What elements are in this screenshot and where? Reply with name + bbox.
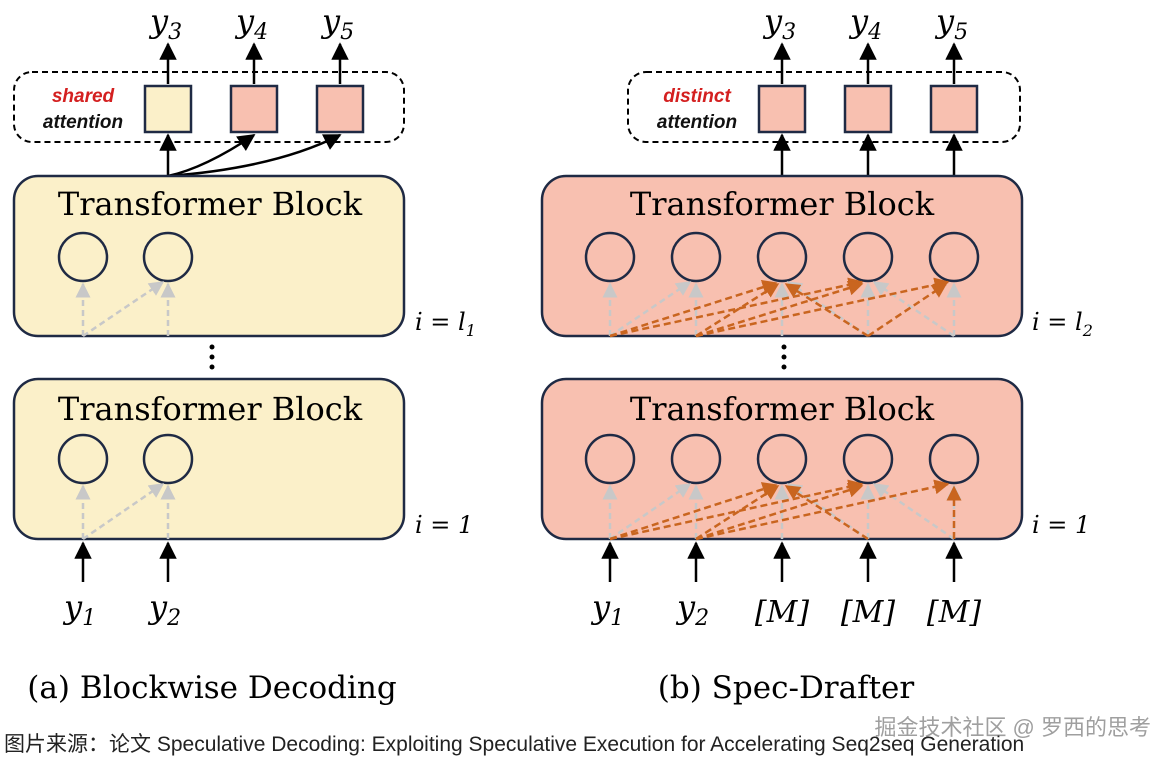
output-label-y3: y3 (148, 2, 182, 45)
attention-head (929, 84, 979, 134)
layer-index-label: i = l1 (415, 308, 476, 340)
transformer-block-bottom (12, 377, 406, 541)
hidden-state (842, 231, 894, 283)
transformer-block-top (12, 174, 406, 338)
output-label-y5: y5 (320, 2, 354, 45)
spec-attention-link (784, 282, 869, 338)
panel-a: y3 y4 y5 shared attention Transformer Bl… (12, 2, 476, 706)
input-label-y2: y2 (147, 588, 181, 631)
attention-head (143, 84, 193, 134)
self-attention-link (82, 280, 165, 338)
hidden-state (756, 433, 808, 485)
ellipsis-dot (781, 344, 787, 350)
self-attention-link (872, 280, 955, 338)
layer-index-label: i = l2 (1032, 308, 1093, 340)
output-label-y4: y4 (234, 2, 268, 45)
output-label-y5: y5 (934, 2, 968, 45)
transformer-block-title: Transformer Block (58, 185, 363, 223)
panel-b: y3 y4 y5 distinct attention Transformer … (540, 2, 1093, 706)
hidden-state (142, 433, 194, 485)
attention-head (757, 84, 807, 134)
input-label-mask: [M] (927, 595, 981, 630)
spec-attention-link (609, 277, 864, 338)
hidden-state (670, 433, 722, 485)
source-caption: 图片来源：论文 Speculative Decoding: Exploiting… (4, 733, 1025, 756)
attention-head (229, 84, 279, 134)
layer-index-label: i = 1 (1032, 511, 1090, 539)
block-to-head-arrow (167, 133, 342, 178)
spec-attention-link (695, 479, 950, 541)
spec-attention-link (695, 482, 864, 541)
hidden-state (57, 433, 109, 485)
panel-caption: (a) Blockwise Decoding (27, 670, 396, 706)
input-label-mask: [M] (841, 595, 895, 630)
spec-attention-link (695, 282, 780, 338)
transformer-block-title: Transformer Block (630, 185, 935, 223)
ellipsis-dot (781, 364, 787, 370)
hidden-state (142, 231, 194, 283)
spec-attention-link (695, 484, 780, 541)
hidden-state (584, 433, 636, 485)
self-attention-link (82, 482, 165, 541)
output-label-y4: y4 (848, 2, 882, 45)
spec-attention-link (695, 277, 950, 338)
spec-attention-link (609, 479, 864, 541)
spec-attention-link (695, 280, 864, 338)
attention-head (843, 84, 893, 134)
hidden-state (756, 231, 808, 283)
attention-type-label: distinct (663, 86, 731, 107)
transformer-block-title: Transformer Block (630, 390, 935, 428)
ellipsis-dot (209, 354, 215, 360)
hidden-state (842, 433, 894, 485)
spec-attention-link (609, 279, 778, 338)
hidden-state (928, 231, 980, 283)
ellipsis-dot (209, 364, 215, 370)
input-label-mask: [M] (755, 595, 809, 630)
attention-label: attention (43, 112, 123, 133)
input-label-y1: y1 (62, 588, 96, 631)
self-attention-link (609, 482, 692, 541)
input-label-y1: y1 (590, 588, 624, 631)
watermark: 掘金技术社区 @ 罗西的思考 (874, 715, 1151, 740)
layer-index-label: i = 1 (415, 511, 473, 539)
attention-type-label: shared (52, 86, 115, 107)
hidden-state (584, 231, 636, 283)
self-attention-link (872, 482, 955, 541)
hidden-state (670, 231, 722, 283)
spec-attention-link (784, 484, 869, 541)
output-label-y3: y3 (762, 2, 796, 45)
ellipsis-dot (209, 344, 215, 350)
panel-caption: (b) Spec-Drafter (658, 670, 915, 706)
input-label-y2: y2 (675, 588, 709, 631)
hidden-state (928, 433, 980, 485)
ellipsis-dot (781, 354, 787, 360)
attention-label: attention (657, 112, 737, 133)
hidden-state (57, 231, 109, 283)
transformer-block-title: Transformer Block (58, 390, 363, 428)
attention-frame (13, 71, 405, 143)
spec-attention-link (867, 282, 948, 338)
attention-frame (627, 71, 1021, 143)
block-to-head-arrow (167, 133, 256, 178)
spec-attention-link (609, 482, 778, 541)
attention-head (315, 84, 365, 134)
self-attention-link (609, 280, 692, 338)
